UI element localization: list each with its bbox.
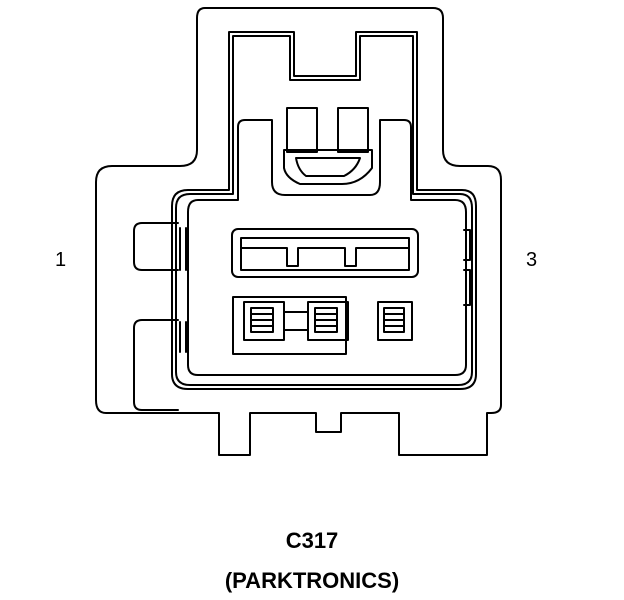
terminal-link	[283, 311, 309, 331]
left-notch-1	[179, 227, 187, 271]
terminal-3-frame	[377, 301, 413, 341]
left-tab-bottom	[133, 319, 179, 411]
left-tab-top	[133, 222, 179, 271]
pin-3-label: 3	[526, 249, 538, 271]
latch-left	[286, 107, 318, 153]
terminal-3-lines	[383, 313, 405, 327]
housing-inner-outline-2	[171, 31, 477, 390]
terminal-bar-outer	[231, 228, 419, 278]
cavity-face	[187, 119, 467, 376]
right-notch-2	[463, 269, 471, 306]
latch-right	[337, 107, 369, 153]
pin-1-label: 1	[55, 249, 67, 271]
connector-name: (PARKTRONICS)	[224, 568, 400, 593]
housing-inner-outline	[175, 35, 473, 386]
terminal-block	[232, 296, 347, 355]
terminal-2-frame	[307, 301, 349, 341]
right-notch-1	[463, 229, 471, 261]
terminal-bar-inner	[240, 237, 410, 271]
terminal-1-frame	[243, 301, 285, 341]
housing-outline	[95, 7, 502, 456]
terminal-1-lines	[250, 313, 274, 327]
terminal-2-lines	[314, 313, 338, 327]
connector-id: C317	[285, 528, 339, 553]
latch-bridge-inner	[295, 157, 361, 177]
latch-bridge	[283, 149, 373, 185]
left-notch-2	[179, 321, 187, 353]
